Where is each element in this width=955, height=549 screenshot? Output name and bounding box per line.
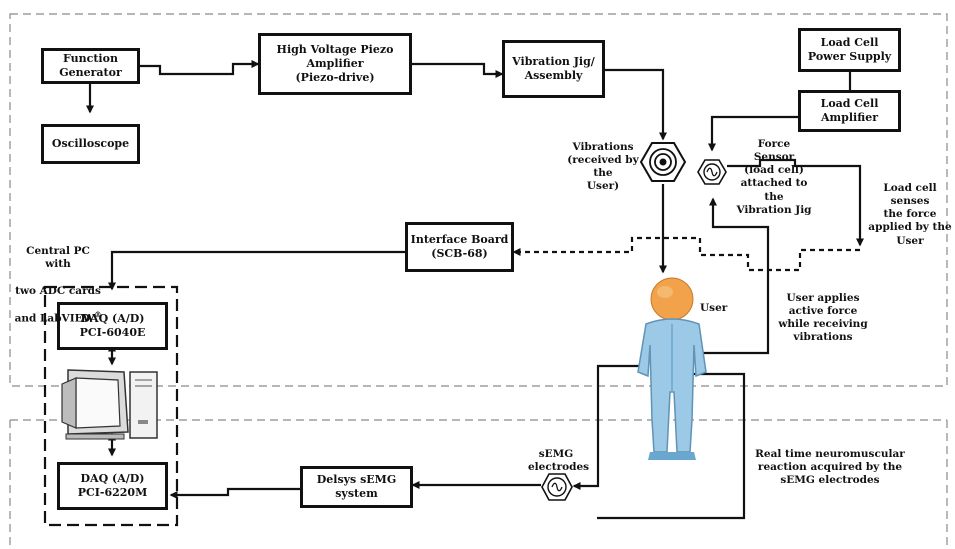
arrow-jig-to-vibration [605, 68, 667, 141]
daq-bottom-box: DAQ (A/D) PCI-6220M [57, 462, 168, 510]
function-generator-box: Function Generator [41, 48, 140, 84]
load-cell-senses-label: Load cell senses the force applied by th… [868, 182, 952, 247]
force-sensor-icon [697, 159, 727, 185]
arrow-user-force-to-sensor [700, 197, 770, 355]
region-bottom-border [9, 419, 948, 549]
daq-top-box: DAQ (A/D) PCI-6040E [57, 302, 168, 350]
user-figure [637, 277, 707, 460]
hv-amplifier-box: High Voltage Piezo Amplifier (Piezo-driv… [258, 33, 412, 95]
delsys-box: Delsys sEMG system [300, 466, 413, 508]
semg-electrodes-label: sEMG electrodes [528, 448, 590, 474]
computer-icon [61, 369, 158, 440]
arrow-fg-to-amp [140, 60, 260, 76]
user-label: User [700, 302, 728, 314]
load-cell-power-box: Load Cell Power Supply [798, 28, 901, 72]
load-cell-amplifier-box: Load Cell Amplifier [798, 90, 901, 132]
central-pc-line1: Central PC with [26, 245, 90, 271]
vibrations-label: Vibrations (received by the User) [567, 141, 639, 193]
real-time-label: Real time neuromuscular reaction acquire… [755, 448, 905, 487]
arrow-user-to-electrodes [572, 364, 640, 490]
central-pc-boundary [43, 285, 179, 527]
central-pc-line2: two ADC cards [15, 284, 101, 297]
arrow-delsys-to-daq [169, 487, 300, 499]
user-applies-label: User applies active force while receivin… [778, 292, 868, 344]
arrow-interface-to-daq [108, 250, 405, 291]
oscilloscope-box: Oscilloscope [41, 124, 140, 164]
registered-mark: ® [94, 309, 102, 319]
arrow-amp-to-sensor [708, 115, 798, 152]
arrow-amp-to-jig [412, 62, 504, 78]
central-pc-label: Central PC with two ADC cards and LabVIE… [12, 232, 104, 325]
interface-board-box: Interface Board (SCB-68) [405, 222, 514, 272]
vibration-icon [639, 142, 687, 182]
dotted-signal-line [512, 236, 860, 272]
region-top-border [9, 13, 948, 387]
electrode-icon [541, 473, 573, 501]
force-sensor-label: Force Sensor (load cell) attached to the… [736, 138, 812, 216]
vibration-jig-box: Vibration Jig/ Assembly [502, 40, 605, 98]
central-pc-line3: and LabVIEW [14, 312, 95, 325]
arrow-sensor-to-load-cell-text [727, 158, 864, 247]
arrow-user-outer-loop [597, 372, 746, 520]
